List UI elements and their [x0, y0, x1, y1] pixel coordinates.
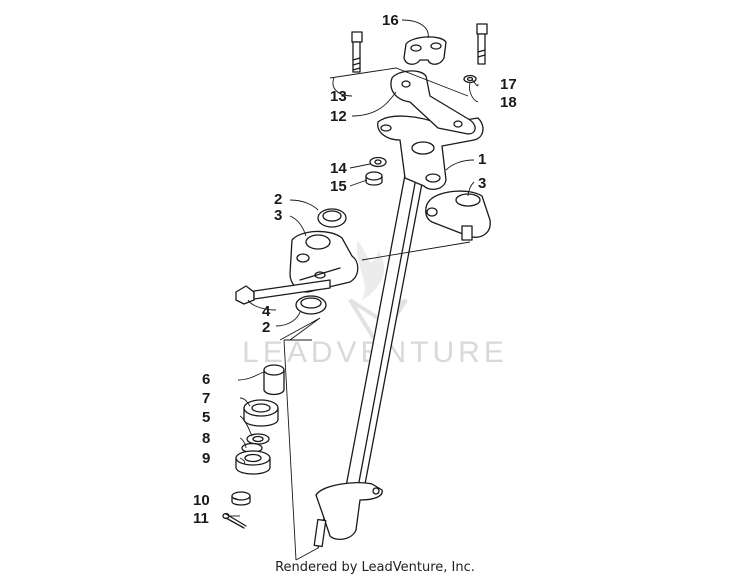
callout-8: 8 — [202, 430, 210, 447]
callout-11: 11 — [193, 510, 209, 527]
washer-14 — [369, 156, 387, 168]
handlebar-clamp-upper — [403, 36, 447, 65]
callout-18: 18 — [500, 94, 517, 111]
callout-17: 17 — [500, 76, 517, 93]
steering-post — [313, 174, 424, 549]
bearing-block-3-right — [425, 190, 491, 241]
bolt-17 — [476, 23, 488, 65]
nut-10 — [231, 491, 251, 506]
nut-15 — [365, 171, 383, 186]
callout-4: 4 — [262, 303, 271, 320]
bushing-2-lower — [295, 295, 327, 315]
callout-9: 9 — [202, 450, 210, 467]
callout-3-right: 3 — [478, 175, 486, 192]
callout-5: 5 — [202, 409, 210, 426]
bushing-6 — [263, 364, 285, 396]
callout-2-upper: 2 — [274, 191, 282, 208]
callout-2-lower: 2 — [262, 319, 270, 336]
handlebar-clamp-lower — [390, 70, 476, 135]
cotter-pin-11 — [222, 512, 247, 529]
callout-14: 14 — [330, 160, 347, 177]
callout-1: 1 — [478, 151, 486, 168]
callouts: 1 2 3 3 4 2 6 7 5 8 9 10 11 12 13 14 15 … — [193, 12, 517, 527]
callout-6: 6 — [202, 371, 210, 388]
washer-5 — [246, 433, 270, 445]
callout-10: 10 — [193, 492, 210, 509]
footer-credit: Rendered by LeadVenture, Inc. — [275, 560, 475, 575]
bushing-2-upper — [317, 208, 347, 228]
callout-7: 7 — [202, 390, 210, 407]
bearing-7 — [243, 399, 279, 427]
callout-13: 13 — [330, 88, 347, 105]
callout-16: 16 — [382, 12, 399, 29]
callout-15: 15 — [330, 178, 347, 195]
bearing-cup-9 — [235, 450, 271, 475]
steering-arm-plate — [377, 115, 484, 191]
assembly-lines — [279, 67, 471, 561]
bolt-13 — [351, 31, 363, 73]
bearing-block-3-left — [289, 230, 359, 293]
leader-lines — [230, 19, 479, 517]
callout-3-left: 3 — [274, 207, 282, 224]
callout-12: 12 — [330, 108, 347, 125]
bolt-4 — [235, 279, 331, 305]
